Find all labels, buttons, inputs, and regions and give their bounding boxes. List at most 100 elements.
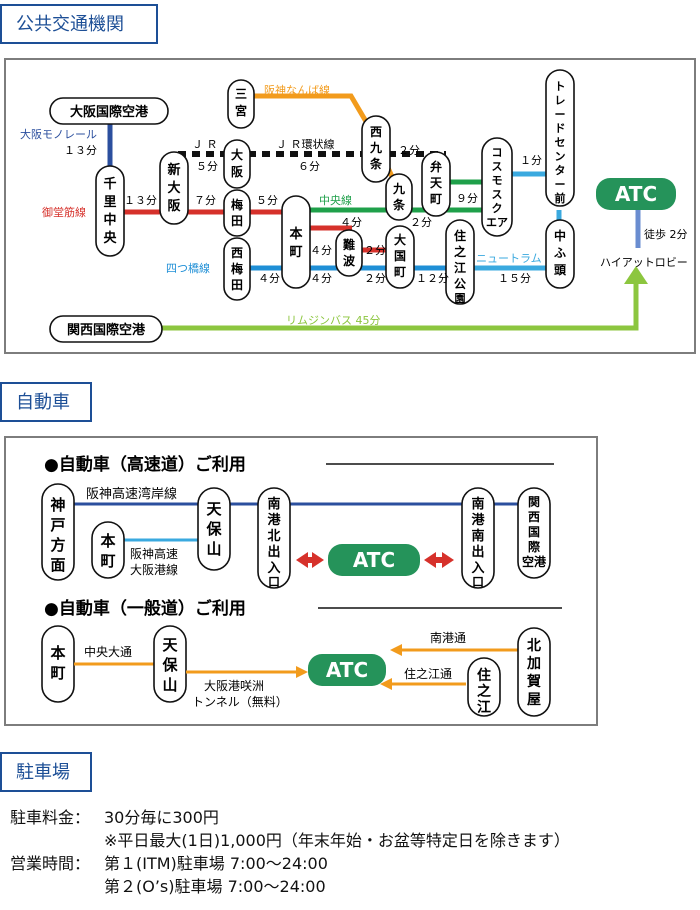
svg-text:南: 南	[267, 496, 280, 512]
svg-text:２分: ２分	[410, 216, 432, 229]
svg-text:ATC: ATC	[326, 658, 368, 682]
transit-section-title: 公共交通機関	[16, 14, 124, 35]
svg-text:５分: ５分	[196, 160, 218, 173]
svg-text:ふ: ふ	[554, 246, 566, 260]
svg-text:ー: ー	[555, 108, 566, 121]
car-section-title: 自動車	[16, 392, 70, 413]
svg-text:中: 中	[554, 228, 566, 243]
svg-text:園: 園	[455, 292, 466, 305]
svg-text:梅: 梅	[231, 261, 243, 276]
svg-text:波: 波	[343, 253, 356, 268]
parking-fee: 30分毎に300円	[104, 808, 219, 827]
jr-loop-label: Ｊ Ｒ環状線	[276, 137, 335, 151]
svg-text:九: 九	[392, 181, 405, 196]
limousine-line	[156, 280, 639, 331]
hanshin-label: 阪神なんば線	[264, 83, 330, 97]
svg-text:関: 関	[528, 495, 540, 509]
svg-text:条: 条	[392, 197, 406, 212]
svg-text:山: 山	[162, 676, 177, 694]
svg-text:住: 住	[477, 667, 491, 684]
svg-text:２分: ２分	[364, 272, 386, 285]
station-sannomiya[interactable]: 三 宮	[227, 79, 255, 129]
station-namba[interactable]: 難 波	[335, 229, 363, 277]
tenpozan-general-box: 天 保 山	[153, 625, 187, 703]
parking-section-title: 駐車場	[16, 762, 70, 783]
svg-text:天: 天	[430, 176, 443, 190]
hommachi-general-box: 本 町	[41, 625, 75, 703]
station-nishikujo[interactable]: 西 九 条	[361, 115, 391, 183]
station-tradecenter[interactable]: ト レ ー ド セ ン タ ー 前	[545, 69, 575, 207]
station-kansai[interactable]: 関西国際空港	[49, 315, 163, 343]
svg-text:エア: エア	[486, 216, 508, 229]
car-map: ●自動車（高速道）ご利用 阪神高速湾岸線 阪神高速 大阪港線 神 戸 方 面 本…	[41, 454, 562, 717]
station-label: 関西国際空港	[67, 322, 146, 338]
transit-map-panel: 大阪国際空港 三 宮 関西国際空港 千 里 中 央 新 大 阪 大 阪 梅 田 …	[4, 58, 696, 354]
svg-text:ー: ー	[555, 178, 566, 191]
svg-text:モ: モ	[492, 174, 503, 187]
station-hommachi[interactable]: 本 町	[281, 195, 311, 289]
osakako-label-2: 大阪港線	[130, 562, 178, 577]
svg-text:南: 南	[471, 528, 484, 544]
svg-text:住: 住	[454, 228, 466, 243]
svg-text:三: 三	[235, 87, 247, 101]
parking-lot2: 第２(O’s)駐車場 7:00～24:00	[104, 877, 326, 896]
limousine-arrow	[624, 266, 648, 284]
svg-text:九: 九	[369, 140, 382, 155]
svg-text:出: 出	[267, 544, 280, 560]
svg-text:条: 条	[369, 156, 383, 171]
svg-text:口: 口	[268, 575, 280, 589]
svg-text:加: 加	[526, 656, 541, 672]
svg-text:里: 里	[103, 195, 116, 210]
svg-text:ス: ス	[492, 188, 503, 201]
station-cosmo[interactable]: コ ス モ ス ク エア	[481, 137, 513, 237]
station-nishiumeda[interactable]: 西 梅 田	[223, 237, 251, 301]
station-daikokucho[interactable]: 大 国 町	[385, 225, 415, 289]
svg-text:面: 面	[50, 556, 65, 574]
station-nakafuto[interactable]: 中 ふ 頭	[545, 219, 575, 289]
tunnel-label-2: トンネル（無料）	[192, 694, 288, 709]
svg-text:田: 田	[231, 214, 243, 228]
limousine-label: リムジンバス 45分	[286, 314, 381, 327]
station-umeda[interactable]: 梅 田	[223, 189, 251, 237]
bayshore-label: 阪神高速湾岸線	[86, 486, 177, 502]
atc-expressway-badge[interactable]: ATC	[328, 544, 420, 576]
station-senri[interactable]: 千 里 中 央	[95, 165, 125, 257]
kix-box: 関 西 国 際 空港	[517, 487, 551, 579]
svg-text:神: 神	[50, 496, 65, 514]
suminoe-box: 住 之 江	[467, 657, 501, 717]
svg-text:ド: ド	[555, 122, 566, 135]
station-osaka[interactable]: 大 阪	[223, 139, 251, 189]
station-shinosaka[interactable]: 新 大 阪	[159, 151, 189, 225]
station-kix-itami[interactable]: 大阪国際空港	[49, 97, 169, 125]
jr-label: Ｊ Ｒ	[192, 138, 218, 151]
svg-text:セ: セ	[555, 136, 566, 149]
svg-text:央: 央	[103, 230, 117, 246]
osakako-label-1: 阪神高速	[130, 546, 178, 561]
svg-text:町: 町	[289, 245, 302, 260]
atc-label: ATC	[615, 182, 657, 206]
svg-text:山: 山	[206, 540, 221, 558]
nanko-dori-label: 南港通	[430, 630, 466, 645]
atc-badge[interactable]: ATC	[596, 178, 676, 210]
station-suminoe[interactable]: 住 之 江 公 園	[445, 219, 475, 305]
atc-general-badge[interactable]: ATC	[308, 654, 386, 686]
svg-text:天: 天	[206, 500, 222, 518]
svg-text:出: 出	[471, 544, 484, 560]
svg-text:梅: 梅	[231, 197, 243, 212]
hours-label: 営業時間：	[10, 854, 91, 873]
svg-text:前: 前	[555, 191, 566, 205]
svg-text:西: 西	[231, 246, 243, 260]
svg-text:１５分: １５分	[498, 272, 531, 285]
car-section-tab: 自動車	[0, 382, 92, 422]
svg-text:北: 北	[527, 638, 541, 654]
lobby-label: ハイアットロビー	[600, 256, 688, 269]
midosuji-label: 御堂筋線	[42, 205, 86, 219]
station-bentencho[interactable]: 弁 天 町	[421, 151, 451, 217]
svg-text:９分: ９分	[456, 192, 478, 205]
chuo-odori-label: 中央大通	[84, 644, 132, 659]
kobe-box: 神 戸 方 面	[41, 483, 75, 581]
tenpozan-box: 天 保 山	[197, 487, 231, 571]
svg-text:１分: １分	[520, 154, 542, 167]
car-map-panel: ●自動車（高速道）ご利用 阪神高速湾岸線 阪神高速 大阪港線 神 戸 方 面 本…	[4, 436, 598, 726]
station-kujo[interactable]: 九 条	[385, 173, 413, 221]
